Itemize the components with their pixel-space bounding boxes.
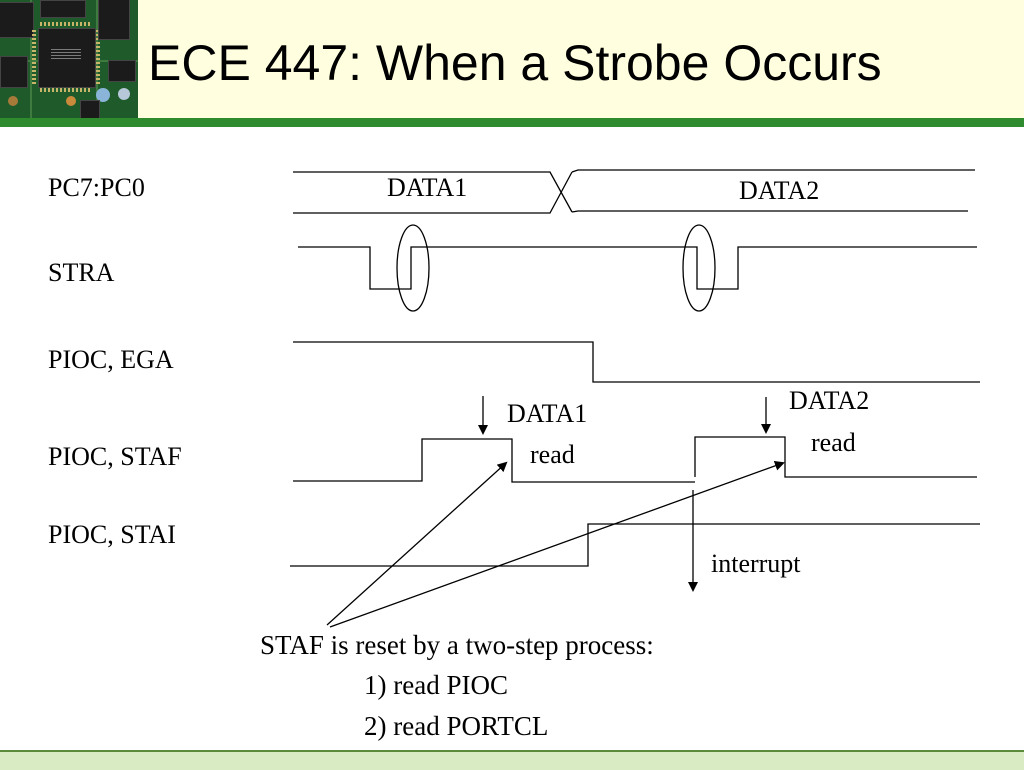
stai-waveform <box>290 523 980 567</box>
stra-waveform <box>298 246 977 290</box>
data2-read-label-read: read <box>811 428 856 457</box>
bus-data2-bottom <box>571 210 968 213</box>
slide-header: ECE 447: When a Strobe Occurs <box>0 0 1024 118</box>
data1-read-label: DATA1 <box>507 399 587 428</box>
slide-title: ECE 447: When a Strobe Occurs <box>148 35 882 91</box>
ega-waveform <box>293 341 980 383</box>
staf-waveform-1 <box>293 438 695 483</box>
stra-edge-marker-1 <box>396 224 430 312</box>
signal-label-pioc-staf: PIOC, STAF <box>48 442 182 471</box>
signal-label-stra: STRA <box>48 258 115 287</box>
data2-read-label: DATA2 <box>789 386 869 415</box>
slide-footer <box>0 750 1024 770</box>
bus-data1-top <box>293 171 573 213</box>
stra-edge-marker-2 <box>682 224 716 312</box>
staf-waveform-2 <box>694 436 977 478</box>
interrupt-label: interrupt <box>711 549 801 578</box>
data1-read-label-read: read <box>530 440 575 469</box>
bus-data2-top <box>571 169 975 173</box>
note-pointer-arrow-2 <box>329 461 785 628</box>
header-divider <box>0 118 1024 127</box>
note-line-3: 2) read PORTCL <box>364 711 549 741</box>
circuit-board-image <box>0 0 138 118</box>
signal-label-pioc-stai: PIOC, STAI <box>48 520 176 549</box>
bus-label-data2: DATA2 <box>739 176 819 205</box>
bus-data1-bottom <box>293 171 573 214</box>
signal-label-pc7-pc0: PC7:PC0 <box>48 173 145 202</box>
note-pointer-arrow-1 <box>326 461 508 626</box>
note-line-2: 1) read PIOC <box>364 670 508 700</box>
bus-label-data1: DATA1 <box>387 173 467 202</box>
note-line-1: STAF is reset by a two-step process: <box>260 630 654 660</box>
signal-label-pioc-ega: PIOC, EGA <box>48 345 174 374</box>
